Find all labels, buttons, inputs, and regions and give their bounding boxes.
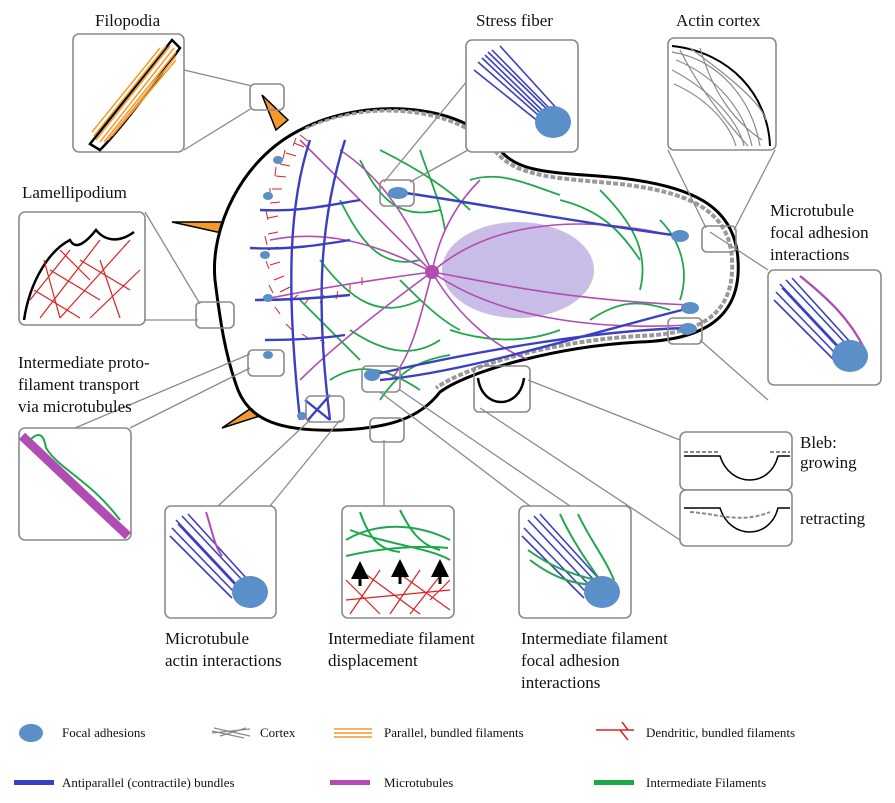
if-focal-label-line3: interactions [521,673,600,692]
actin-cortex-inset [667,37,777,151]
proto-label-line3: via microtubules [18,397,132,416]
proto-label-line2: filament transport [18,375,140,394]
centrosome [425,265,439,279]
contractile-bundles [249,139,691,421]
stress-fiber-inset [465,39,579,153]
actin-cortex-label: Actin cortex [676,11,761,30]
stress-fiber-adhesion [535,106,571,138]
mt-focal-label-line1: Microtubule [770,201,854,220]
filopodia-label: Filopodia [95,11,161,30]
bleb [476,377,526,404]
legend-dendritic: Dendritic, bundled filaments [646,725,795,740]
if-focal-label-line2: focal adhesion [521,651,620,670]
legend-intermediate: Intermediate Filaments [646,775,766,790]
nucleus [442,222,594,318]
focal-adhesion-spots [260,156,699,420]
lamellipodium-edge [22,228,135,321]
legend-parallel: Parallel, bundled filaments [384,725,524,740]
bleb-retracting-inset [679,489,793,547]
intermediate-filament-icon [594,780,634,785]
cortex-membrane [671,45,771,147]
mt-focal-adhesion-inset [767,269,882,386]
lamellipodium-inset [18,211,146,326]
displacement-arrows [351,559,449,586]
mt-actin-label-line1: Microtubule [165,629,249,648]
if-focal-adhesion-inset [518,505,632,619]
proto-label-line1: Intermediate proto- [18,353,150,372]
mt-actin-label-line2: actin interactions [165,651,282,670]
bleb-growing-label: growing [800,453,857,472]
legend-focal-adhesions: Focal adhesions [62,725,145,740]
mt-focal-label-line2: focal adhesion [770,223,869,242]
intermediate-filament-network [299,149,685,401]
cell [171,94,740,432]
legend: Focal adhesions Cortex Parallel, bundled… [14,721,795,790]
if-disp-label-line2: displacement [328,651,418,670]
microtubule-network [259,139,691,381]
microtubule-icon [330,780,370,785]
focal-adhesion-icon [19,724,43,742]
labels: Filopodia Stress fiber Actin cortex Lame… [18,11,869,692]
mt-focal-label-line3: interactions [770,245,849,264]
if-disp-label-line1: Intermediate filament [328,629,475,648]
bleb-label: Bleb: [800,433,837,452]
legend-cortex: Cortex [260,725,296,740]
cortex-icon [211,727,251,739]
bleb-growing-inset [679,431,793,491]
bleb-retracting-label: retracting [800,509,866,528]
mt-actin-inset [164,505,277,619]
dendritic-icon [596,721,634,741]
callout-boxes [195,83,737,443]
proto-filament-inset [18,427,132,541]
if-displacement-inset [341,505,455,619]
filopodia-inset [72,33,185,153]
legend-microtubules: Microtubules [384,775,453,790]
dendritic-rim [264,134,363,344]
stress-fiber-label: Stress fiber [476,11,553,30]
lamellipodium-label: Lamellipodium [22,183,127,202]
antiparallel-icon [14,780,54,785]
parallel-bundle-icon [334,728,372,738]
filopodium-top [261,94,290,132]
connector-lines [74,69,776,541]
legend-antiparallel: Antiparallel (contractile) bundles [62,775,235,790]
if-focal-label-line1: Intermediate filament [521,629,668,648]
